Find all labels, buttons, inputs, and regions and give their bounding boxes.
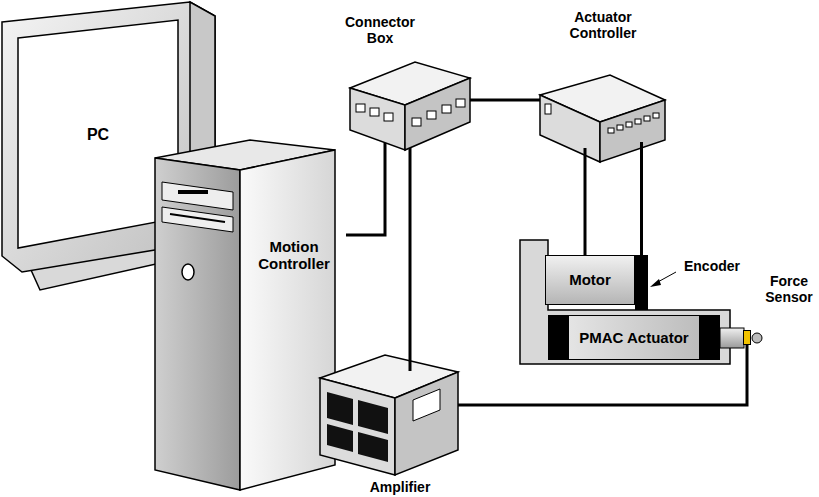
leader-arrow xyxy=(650,272,676,287)
amplifier-body-part xyxy=(327,392,353,425)
tower-part xyxy=(155,158,240,490)
cable xyxy=(409,148,412,371)
pmac-actuator: PMAC Actuator xyxy=(548,315,720,360)
connector-box: Connector Box xyxy=(350,62,470,150)
actuator-controller-body-part xyxy=(540,95,600,162)
connector-box-body-part xyxy=(405,78,470,150)
node-label: Connector Box xyxy=(342,14,418,46)
actuator-controller: Actuator Controller xyxy=(540,75,665,162)
connector-box-body-part xyxy=(350,88,405,150)
slot-part xyxy=(644,116,650,121)
slot-part xyxy=(617,125,623,130)
actuator-controller-body xyxy=(540,75,665,162)
slot-part xyxy=(635,119,641,124)
slot-part xyxy=(626,122,632,127)
node-label: PMAC Actuator xyxy=(579,329,688,346)
actuator-frame-part xyxy=(720,328,744,348)
node-label: Amplifier xyxy=(330,479,470,495)
monitor-screen: PC xyxy=(28,80,168,190)
leader-arrow-part xyxy=(650,279,661,287)
port-part xyxy=(356,104,365,112)
cable xyxy=(346,143,385,235)
node-label: Actuator Controller xyxy=(542,9,664,41)
amplifier: Amplifier xyxy=(320,355,458,475)
actuator-controller-body-part xyxy=(600,100,665,162)
amplifier-body-part xyxy=(358,400,388,434)
tower-part xyxy=(162,207,233,232)
amplifier-body-part xyxy=(395,372,458,475)
port xyxy=(356,99,465,126)
tower-part xyxy=(178,190,208,194)
port-part xyxy=(384,113,393,121)
port-part xyxy=(442,105,451,113)
port-part xyxy=(412,118,421,126)
encoder-strip: Encoder xyxy=(635,255,648,310)
monitor-part xyxy=(18,20,178,248)
amplifier-body-part xyxy=(327,424,353,452)
node-label: Force Sensor xyxy=(761,273,817,305)
actuator-controller-body-part xyxy=(545,104,551,114)
port-part xyxy=(370,108,379,116)
tower-panel: Motion Controller xyxy=(242,200,346,310)
tower xyxy=(155,140,335,490)
actuator-frame xyxy=(520,240,762,364)
node-label: Motor xyxy=(569,271,611,288)
node-label: Encoder xyxy=(677,258,747,274)
slot-part xyxy=(653,113,659,118)
force-sensor: Force Sensor xyxy=(743,330,751,345)
connector-box-body xyxy=(350,62,470,150)
node-label: PC xyxy=(87,126,109,144)
slot xyxy=(608,113,659,133)
port-part xyxy=(456,99,465,107)
amplifier-body-part xyxy=(320,378,395,475)
port-part xyxy=(427,111,436,119)
tower-part xyxy=(162,182,233,210)
motor-box: Motor xyxy=(545,255,635,305)
slot-part xyxy=(608,128,614,133)
actuator-frame-part xyxy=(752,333,762,343)
amplifier-body-part xyxy=(413,389,440,421)
cable xyxy=(584,148,587,255)
node-label: Motion Controller xyxy=(242,238,346,273)
tower-part xyxy=(170,214,225,222)
cable xyxy=(640,142,643,255)
tower-part xyxy=(182,264,194,280)
amplifier-body xyxy=(320,355,458,475)
cable xyxy=(470,99,540,102)
amplifier-body-part xyxy=(358,432,388,462)
